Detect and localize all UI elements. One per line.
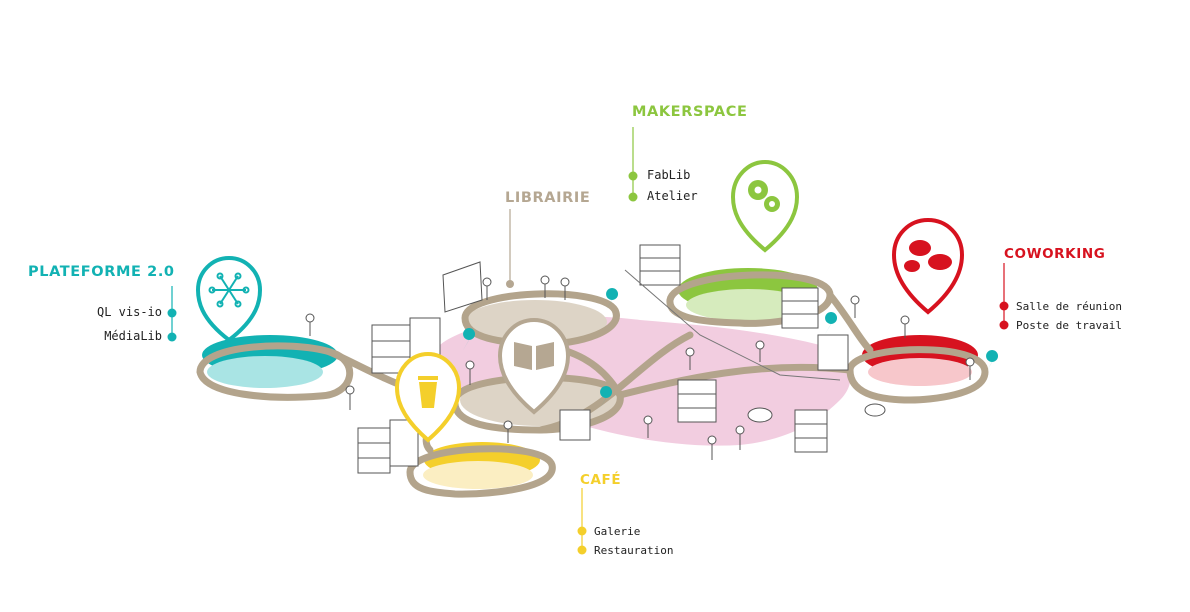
walking-path bbox=[196, 271, 989, 498]
cafe-pin-icon bbox=[394, 351, 462, 443]
plateforme-platform-light bbox=[207, 356, 323, 388]
makerspace-item-1: FabLib bbox=[647, 168, 691, 182]
open-book-icon bbox=[514, 342, 554, 370]
coworking-item-1: Salle de réunion bbox=[1016, 300, 1122, 313]
cafe-bullet-2 bbox=[577, 545, 587, 555]
plateforme-item-1: QL vis-io bbox=[96, 305, 162, 319]
makerspace-items: FabLib Atelier bbox=[647, 167, 698, 205]
cafe-item-1: Galerie bbox=[594, 525, 641, 538]
makerspace-item-2: Atelier bbox=[647, 189, 698, 203]
cafe-bullet-1 bbox=[577, 526, 587, 536]
plateforme-item-2: MédiaLib bbox=[104, 329, 162, 343]
librairie-title: LIBRAIRIE bbox=[505, 190, 591, 206]
coworking-item-2: Poste de travail bbox=[1016, 319, 1122, 332]
network-snowflake-icon bbox=[208, 272, 250, 308]
plateforme-items: QL vis-io MédiaLib bbox=[42, 304, 162, 345]
coworking-platform-light bbox=[868, 358, 972, 386]
makerspace-bullet-2 bbox=[628, 192, 638, 202]
bunting-garland bbox=[624, 269, 841, 381]
cafe-item-2: Restauration bbox=[594, 544, 674, 557]
cafe-title: CAFÉ bbox=[580, 472, 622, 488]
makerspace-title: MAKERSPACE bbox=[632, 104, 748, 120]
librairie-pin-icon bbox=[497, 317, 571, 415]
makerspace-pin-icon bbox=[730, 159, 800, 253]
coworking-pin-icon bbox=[891, 217, 965, 315]
coworking-items: Salle de réunion Poste de travail bbox=[1016, 297, 1122, 335]
speech-bubbles-icon bbox=[904, 240, 952, 272]
people-sketches bbox=[305, 275, 975, 460]
cafe-items: Galerie Restauration bbox=[594, 522, 673, 560]
cafe-platform-light bbox=[423, 461, 533, 489]
bookshelves bbox=[357, 244, 849, 474]
plateforme-title: PLATEFORME 2.0 bbox=[28, 264, 175, 280]
coworking-bullet-1 bbox=[999, 301, 1009, 311]
coworking-bullet-2 bbox=[999, 320, 1009, 330]
plateforme-bullet-1 bbox=[167, 308, 177, 318]
coworking-title: COWORKING bbox=[1004, 246, 1106, 262]
whiteboard bbox=[442, 261, 483, 313]
map-pins bbox=[463, 288, 999, 408]
coffee-cup-icon bbox=[418, 376, 438, 408]
makerspace-bullet-1 bbox=[628, 171, 638, 181]
plateforme-pin-icon bbox=[195, 255, 263, 343]
makerspace-platform-light bbox=[686, 289, 810, 321]
plateforme-bullet-2 bbox=[167, 332, 177, 342]
gears-icon bbox=[748, 180, 780, 212]
librairie-bullet bbox=[506, 280, 514, 288]
